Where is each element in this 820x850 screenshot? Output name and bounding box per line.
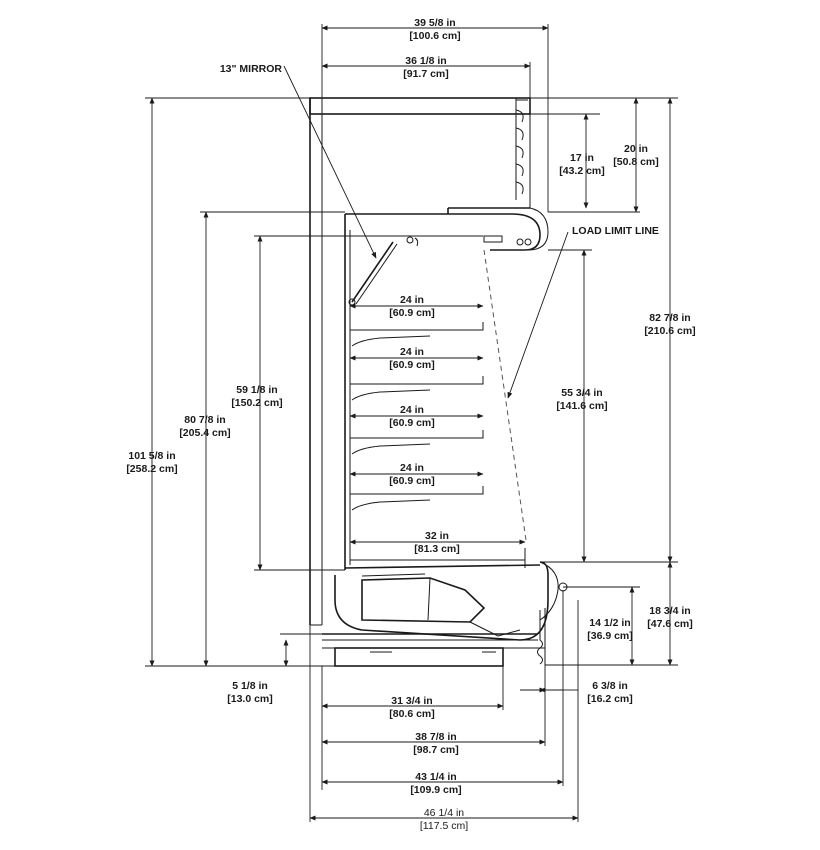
- dim-6-3-8-cm: [16.2 cm]: [587, 693, 633, 705]
- plinth: [322, 633, 545, 667]
- dim-43-1-4-cm: [109.9 cm]: [410, 784, 461, 796]
- dim-43-1-4-in: 43 1/4 in: [415, 771, 456, 783]
- dim-18-3-4-cm: [47.6 cm]: [647, 618, 693, 630]
- dim-39-5-8-in: 39 5/8 in: [414, 17, 455, 29]
- dim-59-1-8-in: 59 1/8 in: [236, 384, 277, 396]
- dim-101-5-8-cm: [258.2 cm]: [126, 463, 177, 475]
- dim-101-5-8-in: 101 5/8 in: [128, 450, 175, 462]
- dim-55-3-4-cm: [141.6 cm]: [556, 400, 607, 412]
- dim-20-in: 20 in: [624, 143, 648, 155]
- dim-80-7-8-in: 80 7/8 in: [184, 414, 225, 426]
- dim-20-cm: [50.8 cm]: [613, 156, 659, 168]
- shelf-set: [349, 322, 526, 568]
- dim-6-3-8-in: 6 3/8 in: [592, 680, 628, 692]
- shelf-1-depth-cm: [60.9 cm]: [389, 307, 435, 319]
- dim-14-1-2-in: 14 1/2 in: [589, 617, 630, 629]
- load-limit-line: [483, 249, 527, 541]
- dimension-labels: 13" MIRROR LOAD LIMIT LINE 39 5/8 in [10…: [126, 17, 695, 832]
- dim-55-3-4-in: 55 3/4 in: [561, 387, 602, 399]
- dim-59-1-8-cm: [150.2 cm]: [231, 397, 282, 409]
- shelf-4-depth-in: 24 in: [400, 462, 424, 474]
- dim-5-1-8-cm: [13.0 cm]: [227, 693, 273, 705]
- dim-32-cm: [81.3 cm]: [414, 543, 460, 555]
- dimension-lines: [145, 24, 678, 822]
- callout-mirror: 13" MIRROR: [220, 63, 283, 75]
- dim-46-1-4-in: 46 1/4 in: [424, 807, 464, 819]
- shelf-3-depth-cm: [60.9 cm]: [389, 417, 435, 429]
- base-deck: [334, 561, 568, 665]
- dim-18-3-4-in: 18 3/4 in: [649, 605, 690, 617]
- dim-36-1-8-cm: [91.7 cm]: [403, 68, 449, 80]
- callout-load-limit: LOAD LIMIT LINE: [572, 225, 659, 237]
- dim-80-7-8-cm: [205.4 cm]: [179, 427, 230, 439]
- dim-5-1-8-in: 5 1/8 in: [232, 680, 268, 692]
- dim-32-in: 32 in: [425, 530, 449, 542]
- dim-82-7-8-cm: [210.6 cm]: [644, 325, 695, 337]
- shelf-2-depth-in: 24 in: [400, 346, 424, 358]
- mirror: [348, 236, 419, 306]
- dim-82-7-8-in: 82 7/8 in: [649, 312, 690, 324]
- dim-17-cm: [43.2 cm]: [559, 165, 605, 177]
- shelf-4-depth-cm: [60.9 cm]: [389, 475, 435, 487]
- shelf-2-depth-cm: [60.9 cm]: [389, 359, 435, 371]
- shelf-3-depth-in: 24 in: [400, 404, 424, 416]
- dim-38-7-8-cm: [98.7 cm]: [413, 744, 459, 756]
- dim-31-3-4-in: 31 3/4 in: [391, 695, 432, 707]
- dim-36-1-8-in: 36 1/8 in: [405, 55, 446, 67]
- case-body: [309, 97, 568, 667]
- dim-17-in: 17 in: [570, 152, 594, 164]
- dim-39-5-8-cm: [100.6 cm]: [409, 30, 460, 42]
- dim-31-3-4-cm: [80.6 cm]: [389, 708, 435, 720]
- dim-46-1-4-cm: [117.5 cm]: [420, 820, 468, 832]
- shelf-1-depth-in: 24 in: [400, 294, 424, 306]
- dim-14-1-2-cm: [36.9 cm]: [587, 630, 633, 642]
- canopy-louvers: [515, 98, 528, 200]
- dim-38-7-8-in: 38 7/8 in: [415, 731, 456, 743]
